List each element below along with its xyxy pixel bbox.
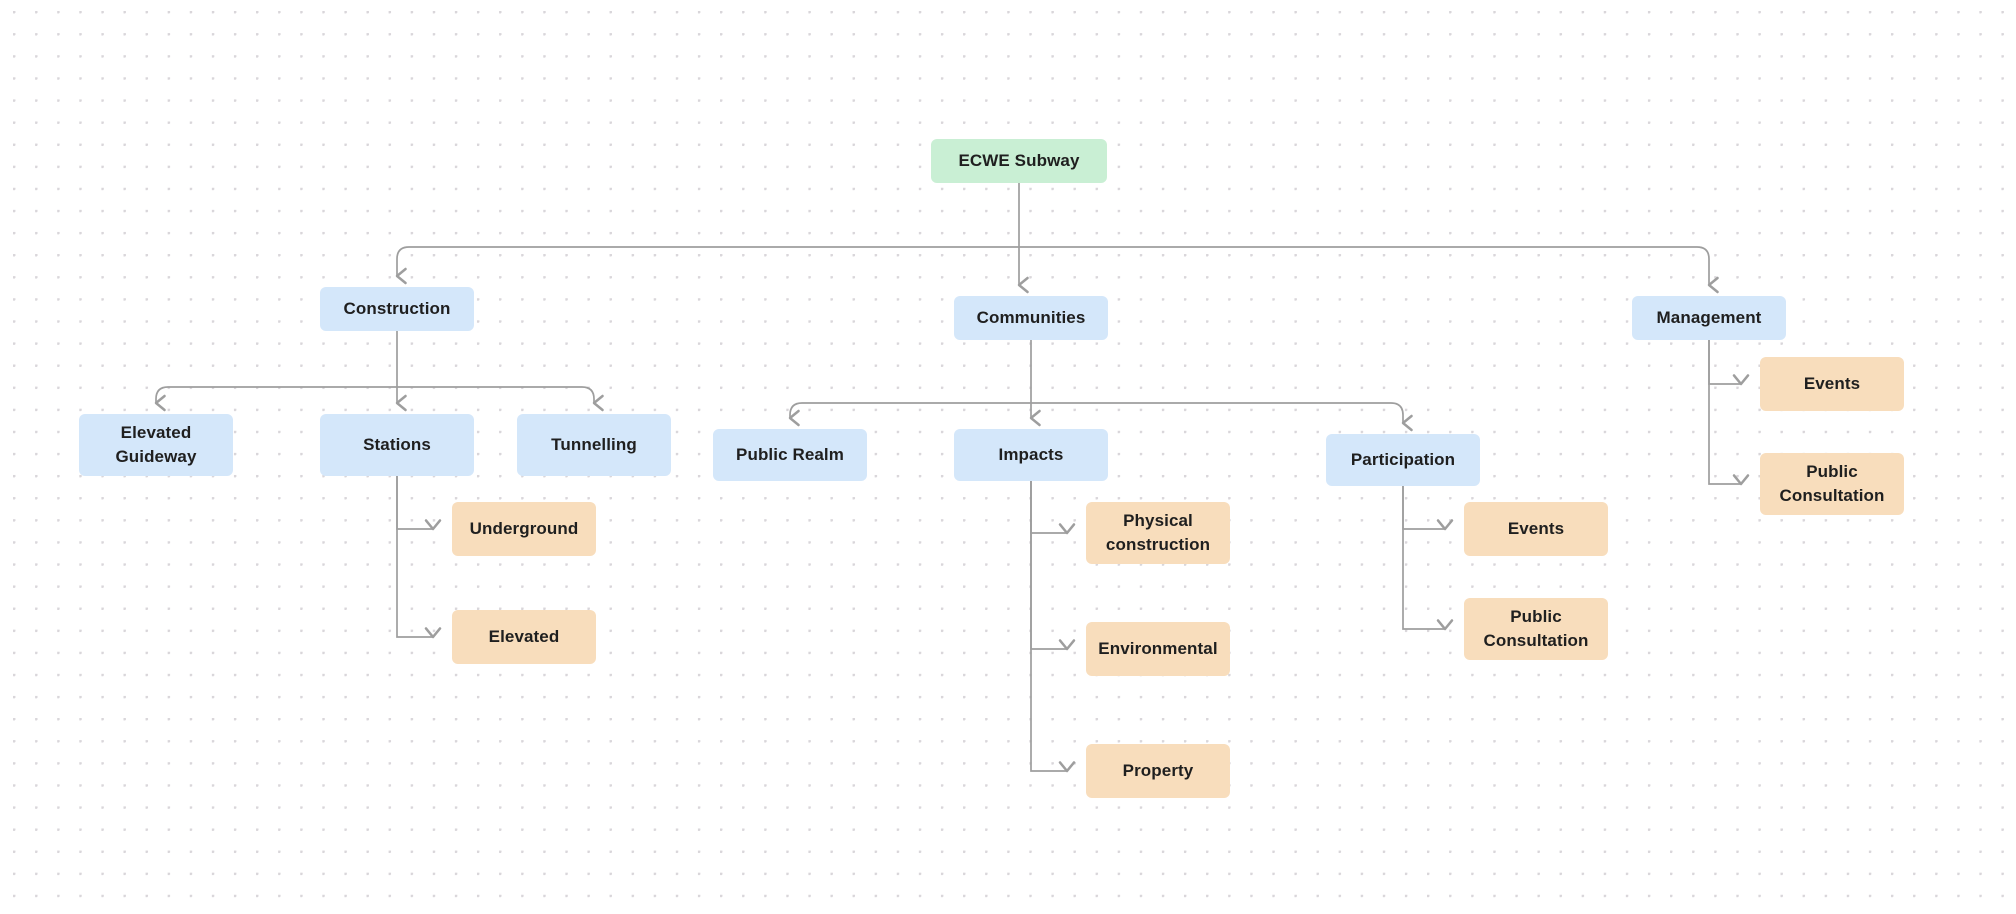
node-label: Public Consultation xyxy=(1779,461,1885,505)
node-label: ECWE Subway xyxy=(958,150,1080,170)
node-label: Stations xyxy=(363,434,431,454)
edge-root-to-management xyxy=(1019,246,1719,294)
node-management[interactable]: Management xyxy=(1632,296,1786,340)
edge-participation-to-public-consultation xyxy=(1402,486,1454,631)
node-management-public-consultation[interactable]: Public Consultation xyxy=(1760,453,1904,515)
edge-construction-to-tunnelling xyxy=(397,386,604,412)
node-label: Management xyxy=(1656,307,1762,327)
node-communities[interactable]: Communities xyxy=(954,296,1108,340)
node-label: Events xyxy=(1803,373,1861,393)
edge-participation-to-events xyxy=(1402,486,1454,531)
edge-stations-to-underground xyxy=(396,476,442,531)
node-label: Environmental xyxy=(1098,638,1218,658)
edge-communities-to-public-realm xyxy=(788,402,1031,427)
node-construction[interactable]: Construction xyxy=(320,287,474,331)
node-label: Public Consultation xyxy=(1483,606,1589,650)
edge-impacts-to-physical-construction xyxy=(1030,481,1076,535)
edge-stations-to-elevated xyxy=(396,476,442,639)
edge-impacts-to-environmental xyxy=(1030,481,1076,651)
node-tunnelling[interactable]: Tunnelling xyxy=(517,414,671,476)
node-label: Underground xyxy=(469,518,579,538)
node-label: Tunnelling xyxy=(551,434,637,454)
node-physical-construction[interactable]: Physical construction xyxy=(1086,502,1230,564)
node-property[interactable]: Property xyxy=(1086,744,1230,798)
node-participation-public-consultation[interactable]: Public Consultation xyxy=(1464,598,1608,660)
edge-construction-to-elevated-guideway xyxy=(154,386,397,412)
node-ecwe-subway[interactable]: ECWE Subway xyxy=(931,139,1107,183)
node-stations[interactable]: Stations xyxy=(320,414,474,476)
node-label: Physical construction xyxy=(1105,510,1211,554)
node-label: Public Realm xyxy=(736,444,844,464)
node-public-realm[interactable]: Public Realm xyxy=(713,429,867,481)
node-management-events[interactable]: Events xyxy=(1760,357,1904,411)
node-label: Events xyxy=(1507,518,1565,538)
node-participation[interactable]: Participation xyxy=(1326,434,1480,486)
edge-communities-to-participation xyxy=(1031,402,1413,432)
edge-management-to-events xyxy=(1708,340,1750,386)
node-label: Impacts xyxy=(998,444,1064,464)
node-label: Construction xyxy=(343,298,451,318)
node-elevated[interactable]: Elevated xyxy=(452,610,596,664)
edge-root-to-construction xyxy=(395,246,1019,285)
node-label: Communities xyxy=(976,307,1086,327)
node-impacts[interactable]: Impacts xyxy=(954,429,1108,481)
edge-management-to-public-consultation xyxy=(1708,340,1750,486)
edge-impacts-to-property xyxy=(1030,481,1076,773)
node-participation-events[interactable]: Events xyxy=(1464,502,1608,556)
node-label: Property xyxy=(1122,760,1194,780)
node-underground[interactable]: Underground xyxy=(452,502,596,556)
node-label: Elevated Guideway xyxy=(115,422,197,466)
node-environmental[interactable]: Environmental xyxy=(1086,622,1230,676)
node-label: Participation xyxy=(1350,449,1456,469)
node-elevated-guideway[interactable]: Elevated Guideway xyxy=(79,414,233,476)
node-label: Elevated xyxy=(488,626,560,646)
